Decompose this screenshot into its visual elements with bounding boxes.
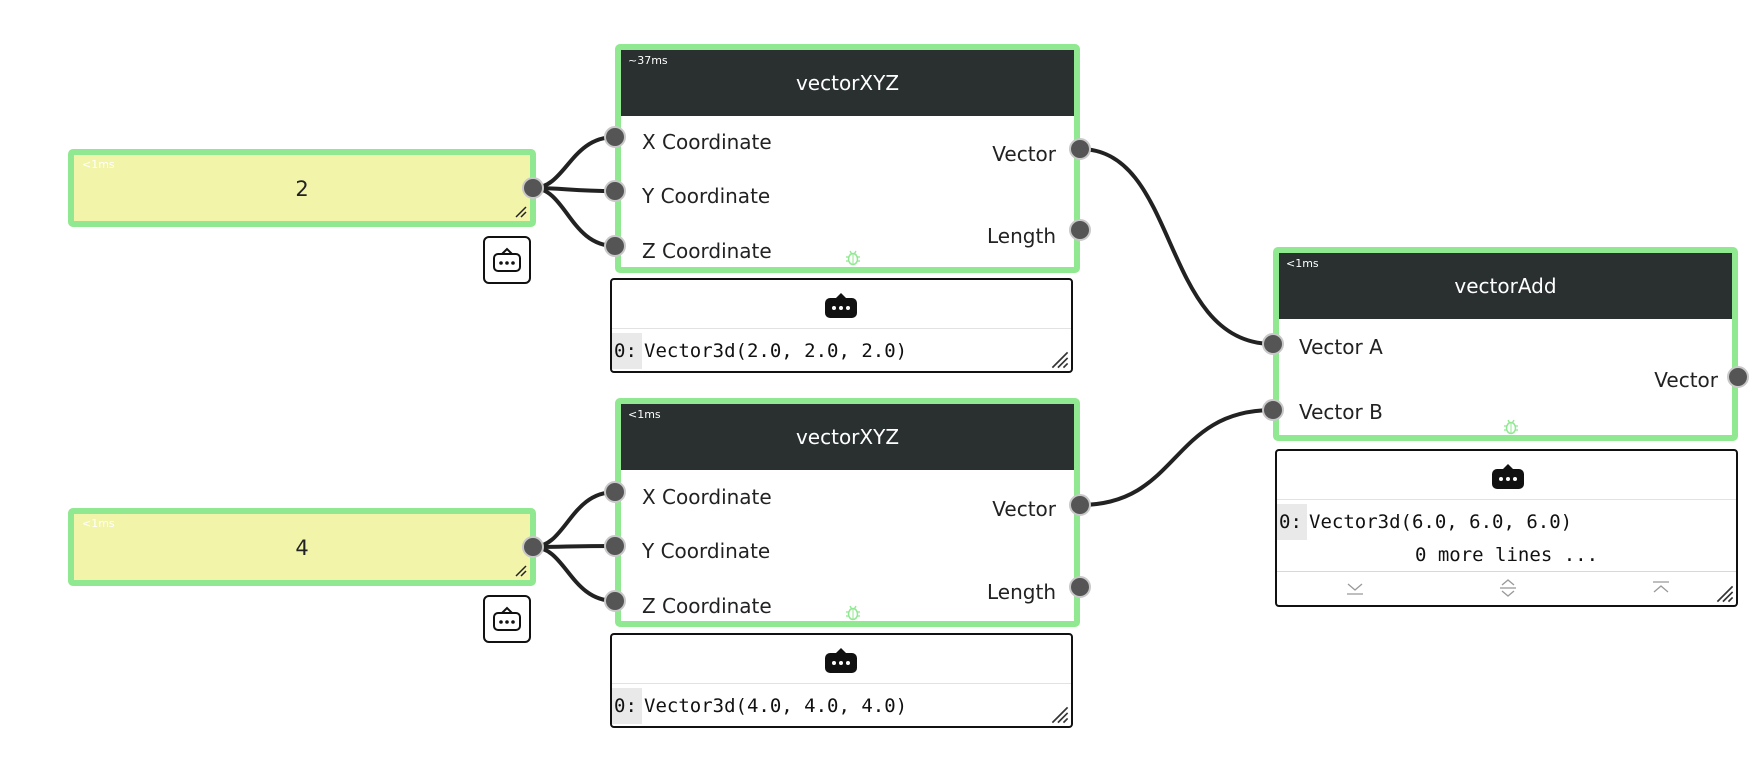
- resize-grip-icon[interactable]: [514, 564, 527, 577]
- output-port-vector[interactable]: [1727, 366, 1749, 388]
- wire-num1-z[interactable]: [532, 186, 616, 248]
- bot-icon[interactable]: [823, 290, 859, 320]
- line-text: Vector3d(6.0, 6.0, 6.0): [1309, 511, 1573, 533]
- panel-header[interactable]: [612, 635, 1071, 684]
- vectoradd-node[interactable]: <1ms vectorAdd Vector A Vector B Vector: [1273, 247, 1738, 441]
- node-title: vectorXYZ: [795, 71, 900, 95]
- output-line: 0: Vector3d(6.0, 6.0, 6.0): [1277, 504, 1736, 540]
- output-label-length: Length: [987, 580, 1056, 604]
- input-label-y: Y Coordinate: [642, 184, 771, 208]
- node-header[interactable]: ~37ms vectorXYZ: [621, 50, 1074, 116]
- line-index: 0:: [1277, 504, 1307, 540]
- input-label-z: Z Coordinate: [642, 239, 772, 263]
- input-label-y: Y Coordinate: [642, 539, 771, 563]
- output-port-length[interactable]: [1069, 219, 1091, 241]
- panel-header[interactable]: [1277, 451, 1736, 500]
- bot-icon[interactable]: [823, 645, 859, 675]
- timing-label: <1ms: [628, 408, 661, 421]
- number-value[interactable]: 4: [295, 536, 309, 560]
- bug-icon[interactable]: [844, 604, 862, 622]
- wire-num2-x[interactable]: [532, 490, 616, 549]
- bot-icon[interactable]: [1490, 461, 1526, 491]
- resize-grip-icon[interactable]: [1716, 585, 1734, 603]
- number-output-port[interactable]: [522, 536, 544, 558]
- expand-collapse-icon[interactable]: [1497, 579, 1519, 597]
- input-port-vector-a[interactable]: [1262, 333, 1284, 355]
- output-panel[interactable]: 0: Vector3d(4.0, 4.0, 4.0): [610, 633, 1073, 728]
- output-port-length[interactable]: [1069, 576, 1091, 598]
- input-port-y[interactable]: [604, 180, 626, 202]
- number-output-port[interactable]: [522, 177, 544, 199]
- timing-label: <1ms: [82, 158, 115, 171]
- output-label-length: Length: [987, 224, 1056, 248]
- output-panel[interactable]: 0: Vector3d(2.0, 2.0, 2.0): [610, 278, 1073, 373]
- input-label-z: Z Coordinate: [642, 594, 772, 618]
- node-header[interactable]: <1ms vectorXYZ: [621, 404, 1074, 470]
- line-index: 0:: [612, 333, 642, 369]
- bug-icon[interactable]: [1502, 418, 1520, 436]
- node-title: vectorAdd: [1454, 274, 1557, 298]
- more-lines-label: 0 more lines ...: [1414, 544, 1599, 566]
- input-port-z[interactable]: [604, 590, 626, 612]
- wire-num1-y[interactable]: [532, 186, 616, 193]
- number-value[interactable]: 2: [295, 177, 309, 201]
- input-port-z[interactable]: [604, 235, 626, 257]
- bot-icon: [493, 606, 521, 631]
- wire-vec2-to-vectorB[interactable]: [1079, 408, 1274, 507]
- input-label-vector-b: Vector B: [1299, 400, 1383, 424]
- output-label-vector: Vector: [992, 497, 1056, 521]
- input-port-x[interactable]: [604, 481, 626, 503]
- line-index: 0:: [612, 688, 642, 724]
- input-label-x: X Coordinate: [642, 485, 772, 509]
- bug-icon[interactable]: [844, 249, 862, 267]
- vectorxyz-node[interactable]: <1ms vectorXYZ X Coordinate Y Coordinate…: [615, 398, 1080, 627]
- node-title: vectorXYZ: [795, 425, 900, 449]
- node-header[interactable]: <1ms vectorAdd: [1279, 253, 1732, 319]
- resize-grip-icon[interactable]: [514, 205, 527, 218]
- panel-header[interactable]: [612, 280, 1071, 329]
- output-label-vector: Vector: [1654, 368, 1718, 392]
- input-port-vector-b[interactable]: [1262, 399, 1284, 421]
- output-panel[interactable]: 0: Vector3d(6.0, 6.0, 6.0) 0 more lines …: [1275, 449, 1738, 607]
- input-port-x[interactable]: [604, 126, 626, 148]
- wire-vec1-to-vectorA[interactable]: [1079, 147, 1274, 346]
- line-text: Vector3d(2.0, 2.0, 2.0): [644, 340, 908, 362]
- resize-grip-icon[interactable]: [1051, 351, 1069, 369]
- scroll-top-icon[interactable]: [1650, 579, 1672, 597]
- output-label-vector: Vector: [992, 142, 1056, 166]
- timing-label: <1ms: [82, 517, 115, 530]
- wire-num2-z[interactable]: [532, 545, 616, 603]
- vectorxyz-node[interactable]: ~37ms vectorXYZ X Coordinate Y Coordinat…: [615, 44, 1080, 273]
- timing-label: ~37ms: [628, 54, 668, 67]
- timing-label: <1ms: [1286, 257, 1319, 270]
- wire-num2-y[interactable]: [532, 544, 616, 549]
- output-port-vector[interactable]: [1069, 138, 1091, 160]
- input-label-vector-a: Vector A: [1299, 335, 1383, 359]
- output-line: 0: Vector3d(4.0, 4.0, 4.0): [612, 688, 1071, 724]
- input-label-x: X Coordinate: [642, 130, 772, 154]
- line-text: Vector3d(4.0, 4.0, 4.0): [644, 695, 908, 717]
- resize-grip-icon[interactable]: [1051, 706, 1069, 724]
- wire-num1-x[interactable]: [532, 135, 616, 190]
- output-toggle-button[interactable]: [483, 236, 531, 284]
- bot-icon: [493, 247, 521, 272]
- output-toggle-button[interactable]: [483, 595, 531, 643]
- scroll-bottom-icon[interactable]: [1344, 579, 1366, 597]
- output-line: 0: Vector3d(2.0, 2.0, 2.0): [612, 333, 1071, 369]
- number-node[interactable]: <1ms 4: [68, 508, 536, 586]
- number-node[interactable]: <1ms 2: [68, 149, 536, 227]
- input-port-y[interactable]: [604, 535, 626, 557]
- panel-controls: [1277, 571, 1736, 605]
- output-port-vector[interactable]: [1069, 494, 1091, 516]
